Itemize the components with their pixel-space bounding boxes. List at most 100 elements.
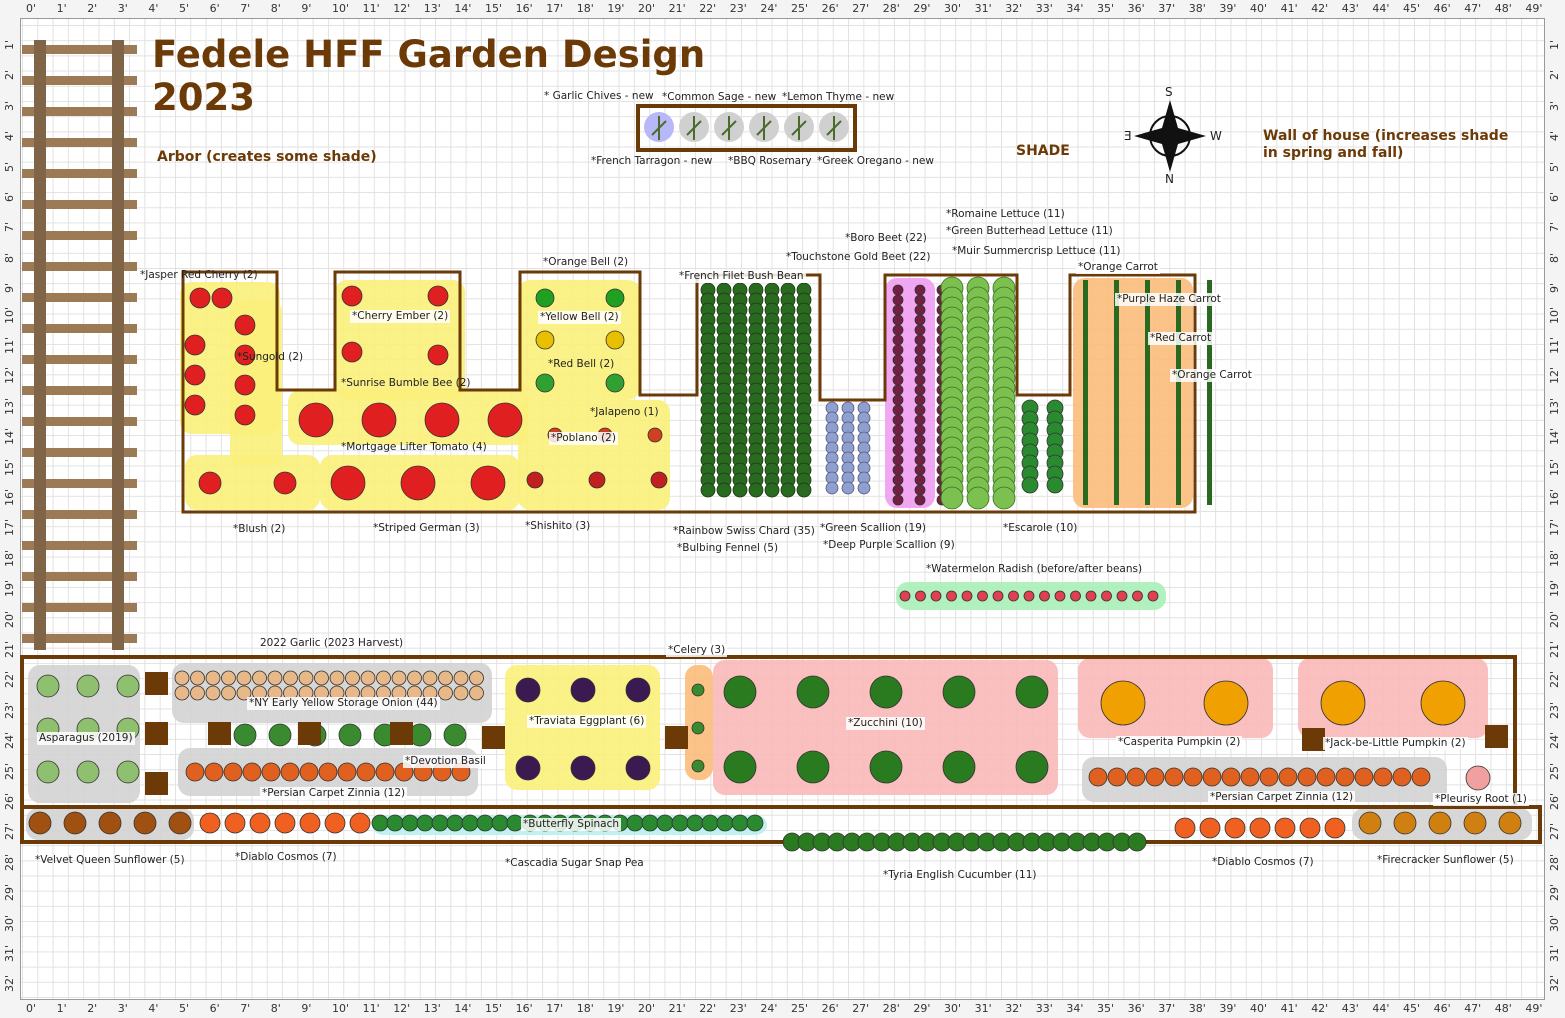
onion-icon (360, 670, 376, 686)
carrot-icon (1083, 280, 1088, 505)
zinnia-icon (242, 762, 262, 782)
ruler-tick: 43' (1341, 1002, 1359, 1015)
basil-icon (268, 723, 292, 747)
plant-label: *Pleurisy Root (1) (1433, 793, 1529, 806)
ruler-tick: 47' (1464, 1002, 1482, 1015)
ruler-tick: 40' (1250, 1002, 1268, 1015)
ruler-tick: 28' (882, 2, 900, 15)
ruler-left: 1'2'3'4'5'6'7'8'9'10'11'12'13'14'15'16'1… (0, 18, 21, 1000)
ruler-tick: 34' (1066, 1002, 1084, 1015)
arbor-slat (22, 231, 137, 240)
onion-icon (469, 685, 484, 701)
radish-icon (1085, 590, 1097, 602)
arbor-slat (22, 107, 137, 116)
plant-label: *Purple Haze Carrot (1115, 293, 1223, 306)
onion-icon (236, 685, 252, 701)
onion-icon (376, 670, 391, 686)
arbor-slat (22, 448, 137, 457)
pumpkin-icon (1203, 680, 1249, 726)
plant-label: *Cascadia Sugar Snap Pea (505, 857, 644, 869)
cosmos-icon (299, 812, 321, 834)
beet-icon (914, 364, 926, 376)
ruler-tick: 15' (485, 2, 503, 15)
plant-label: *Casperita Pumpkin (2) (1116, 736, 1243, 749)
pumpkin-icon (1420, 680, 1466, 726)
cosmos-icon (1224, 817, 1246, 839)
herb-sprig-icon (826, 116, 842, 140)
onion-icon (314, 670, 329, 686)
compass-n: N (1165, 172, 1174, 186)
ruler-tick: 27' (852, 2, 870, 15)
zinnia-icon (1354, 767, 1374, 787)
planting-zone (185, 455, 320, 510)
eggplant-icon (625, 755, 651, 781)
sunflower-icon (1498, 811, 1522, 835)
ruler-tick: 26' (821, 2, 839, 15)
pepper-icon (588, 471, 606, 489)
ruler-tick: 2' (87, 1002, 98, 1015)
herb-sprig-icon (756, 116, 772, 140)
ruler-tick: 31' (974, 2, 992, 15)
arbor-slat (22, 138, 137, 147)
beet-icon (892, 394, 904, 406)
plant-label: *Muir Summercrisp Lettuce (11) (952, 245, 1121, 257)
arbor-note: Arbor (creates some shade) (157, 149, 377, 165)
radish-icon (1147, 590, 1159, 602)
onion-icon (267, 670, 283, 686)
ruler-tick: 17' (546, 2, 564, 15)
onion-icon (453, 670, 469, 686)
tomato-icon (400, 465, 436, 501)
zinnia-icon (1278, 767, 1298, 787)
tomato-icon (234, 374, 256, 396)
pepper-icon (526, 471, 544, 489)
plant-label: *Green Scallion (19) (820, 522, 926, 534)
ruler-tick: 37' (1158, 2, 1176, 15)
onion-icon (438, 685, 453, 701)
ruler-tick: 49' (1525, 1002, 1543, 1015)
year-text: 2023 (152, 76, 255, 119)
plant-label: *Sunrise Bumble Bee (2) (341, 377, 471, 389)
zucchini-icon (723, 675, 757, 709)
arbor-slat (22, 324, 137, 333)
ruler-tick: 1' (56, 1002, 67, 1015)
beet-icon (914, 434, 926, 446)
zinnia-icon (204, 762, 224, 782)
plant-label: *Shishito (3) (525, 520, 591, 532)
cucumber-icon (1127, 832, 1147, 852)
sunflower-icon (168, 811, 192, 835)
beet-icon (892, 364, 904, 376)
arbor-slat (22, 76, 137, 85)
beet-icon (914, 384, 926, 396)
plant-label: 2022 Garlic (2023 Harvest) (260, 637, 404, 649)
ruler-tick: 21' (668, 1002, 686, 1015)
ruler-tick: 46' (1433, 1002, 1451, 1015)
herb-sprig-icon (686, 116, 702, 140)
onion-icon (205, 670, 221, 686)
cosmos-icon (249, 812, 271, 834)
ruler-tick: 11' (362, 2, 380, 15)
onion-icon (345, 670, 360, 686)
shade-note: SHADE (1016, 143, 1070, 159)
pepper-icon (535, 330, 555, 350)
plant-label: *Poblano (2) (549, 432, 618, 445)
onion-icon (283, 670, 298, 686)
beet-icon (892, 464, 904, 476)
radish-icon (1070, 590, 1081, 602)
pepper-icon (650, 471, 668, 489)
ruler-tick: 11' (362, 1002, 380, 1015)
zinnia-icon (1316, 767, 1336, 787)
plant-label: *Orange Carrot (1170, 369, 1254, 382)
zucchini-icon (1015, 675, 1049, 709)
tomato-icon (234, 344, 256, 366)
zinnia-icon (299, 762, 319, 782)
ruler-tick: 12' (393, 2, 411, 15)
zinnia-icon (318, 762, 338, 782)
beet-icon (892, 384, 904, 396)
beet-icon (892, 454, 904, 466)
plant-label: *Mortgage Lifter Tomato (4) (341, 441, 487, 453)
pepper-icon (535, 288, 555, 308)
ruler-tick: 22' (699, 1002, 717, 1015)
onion-icon (329, 670, 345, 686)
zucchini-icon (942, 750, 976, 784)
